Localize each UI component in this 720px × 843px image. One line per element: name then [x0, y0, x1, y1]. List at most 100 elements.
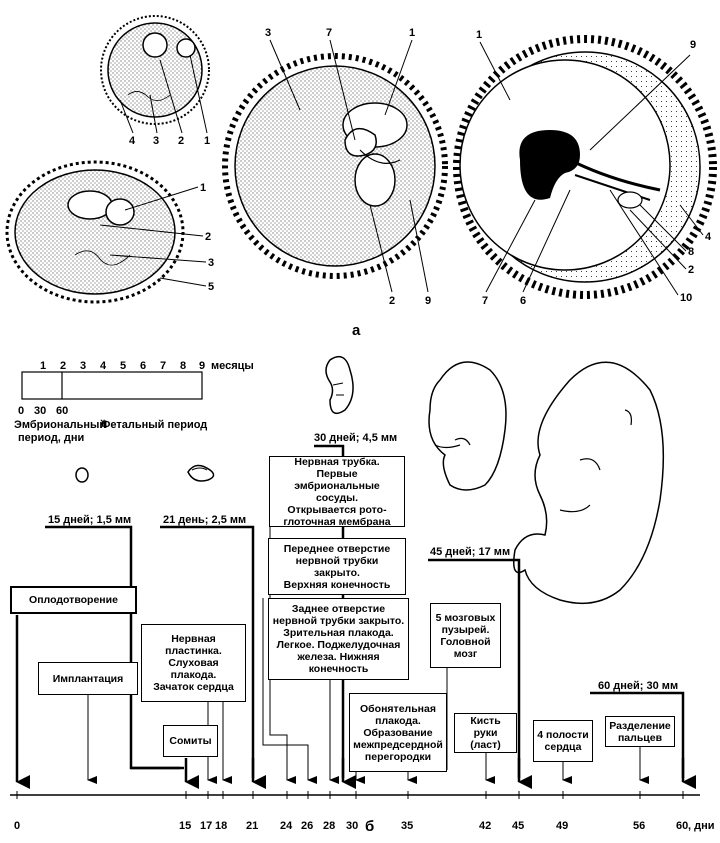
fig-a-label-7: 7 [326, 27, 332, 39]
fig-a-label-3b: 3 [208, 257, 214, 269]
month-6: 6 [140, 360, 146, 372]
event-posterior-opening-line6: конечность [308, 663, 369, 675]
axis-tick-18: 18 [215, 820, 227, 832]
event-olfactory-line5: перегородки [364, 750, 432, 763]
event-neural-tube-line1: Нервная трубка. Первые [294, 455, 380, 480]
axis-tick-45: 45 [512, 820, 524, 832]
event-neural-plate-line1: Нервная [171, 633, 216, 645]
embryo-sketch-15 [75, 467, 89, 483]
event-hand-line2: (ласт) [470, 739, 501, 751]
event-neural-tube-line4: глоточная мембрана [283, 515, 391, 528]
blastocyst-medium-left [5, 160, 185, 304]
fig-a-label-10: 10 [680, 292, 692, 304]
fig-a-label-1c: 1 [409, 27, 415, 39]
event-neural-tube-line3: Открывается рото- [287, 503, 387, 516]
event-brain-vesicles-line2: пузырей. [441, 623, 490, 636]
month-2: 2 [60, 360, 66, 372]
event-brain-vesicles-line1: 5 мозговых [435, 611, 496, 624]
event-brain-vesicles: 5 мозговых пузырей. Головной мозг [430, 603, 501, 668]
stage-label-45: 45 дней; 17 мм [430, 546, 510, 558]
axis-tick-42: 42 [479, 820, 491, 832]
month-4: 4 [100, 360, 107, 372]
axis-tick-21: 21 [246, 820, 258, 832]
event-fertilization: Оплодотворение [10, 586, 137, 614]
stage-label-15: 15 дней; 1,5 мм [48, 514, 131, 526]
fig-a-label-2c: 2 [389, 295, 395, 307]
event-hand: Кисть руки (ласт) [454, 713, 517, 753]
event-hand-line1: Кисть руки [470, 715, 501, 739]
month-9: 9 [199, 360, 205, 372]
month-7: 7 [160, 360, 166, 372]
embryo-center-sphere [222, 53, 448, 279]
event-anterior-opening-line2: нервной трубки закрыто. [295, 554, 379, 579]
event-neural-plate-line2: пластинка. [165, 645, 222, 657]
event-posterior-opening-line4: Легкое. Поджелудочная [276, 639, 401, 651]
embryo-sketch-30 [325, 355, 354, 415]
fig-a-label-2d: 2 [688, 264, 694, 276]
panel-label-b: б [365, 818, 374, 835]
event-posterior-opening-line3: Зрительная плакода. [283, 627, 394, 639]
event-heart-chambers: 4 полости сердца [533, 720, 593, 762]
embryo-sketch-45 [428, 361, 507, 491]
event-fertilization-text: Оплодотворение [29, 594, 118, 606]
axis-tick-26: 26 [301, 820, 313, 832]
fig-a-label-3c: 3 [265, 27, 271, 39]
axis-tick-0: 0 [14, 820, 20, 832]
month-numbers: 1 2 3 4 5 6 7 8 9 месяцы [40, 360, 254, 372]
stage-label-21: 21 день; 2,5 мм [163, 514, 246, 526]
embryo-sketch-21 [187, 464, 215, 482]
axis-tick-60: 60 [676, 820, 688, 832]
embryonic-period-label-1: Эмбриональный [14, 419, 106, 431]
embryonic-period-label-2: период, дни [18, 432, 84, 444]
panel-label-a: а [352, 322, 361, 339]
axis-unit: , дни [688, 820, 715, 832]
event-arrows [15, 525, 696, 789]
fig-a-label-2: 2 [178, 135, 184, 147]
embryo-right-sphere [453, 35, 717, 299]
event-posterior-opening-line2: нервной трубки закрыто. [272, 615, 405, 627]
fig-a-label-1: 1 [204, 135, 210, 147]
day-tick-60: 60 [56, 405, 68, 417]
fig-a-label-7b: 7 [482, 295, 488, 307]
event-anterior-opening-line3: Верхняя конечность [283, 578, 391, 591]
fig-a-label-1d: 1 [476, 29, 482, 41]
axis-tick-35: 35 [401, 820, 413, 832]
event-posterior-opening: Заднее отверстие нервной трубки закрыто.… [268, 598, 409, 680]
axis-tick-17: 17 [200, 820, 212, 832]
embryo-sketch-60 [513, 361, 665, 605]
month-1: 1 [40, 360, 46, 372]
event-somites-text: Сомиты [169, 735, 212, 747]
event-fingers: Разделение пальцев [605, 716, 675, 747]
event-neural-tube-line2: эмбриональные сосуды. [294, 479, 380, 504]
event-heart-chambers-line1: 4 полости [537, 729, 589, 741]
axis-tick-30: 30 [346, 820, 358, 832]
month-unit: месяцы [211, 360, 254, 372]
blastocyst-small-top [100, 15, 210, 125]
stage-label-60: 60 дней; 30 мм [598, 680, 678, 692]
month-3: 3 [80, 360, 86, 372]
fig-a-label-5: 5 [208, 281, 214, 293]
event-fingers-line1: Разделение [609, 719, 671, 732]
month-5: 5 [120, 360, 126, 372]
fig-a-label-9: 9 [425, 295, 431, 307]
axis-tick-24: 24 [280, 820, 293, 832]
fig-a-label-6: 6 [520, 295, 526, 307]
timeline-axis [10, 791, 700, 799]
fig-a-label-8: 8 [688, 246, 694, 258]
event-implantation: Имплантация [38, 662, 138, 695]
event-neural-plate-line3: Слуховая плакода. [168, 657, 219, 681]
axis-tick-49: 49 [556, 820, 568, 832]
event-brain-vesicles-line3: Головной [440, 635, 491, 648]
fig-a-label-3: 3 [153, 135, 159, 147]
axis-tick-28: 28 [323, 820, 335, 832]
month-8: 8 [180, 360, 186, 372]
event-neural-plate: Нервная пластинка. Слуховая плакода. Зач… [141, 624, 246, 702]
event-brain-vesicles-line4: мозг [453, 647, 478, 660]
event-neural-plate-line4: Зачаток сердца [153, 681, 234, 693]
day-tick-0: 0 [18, 405, 24, 417]
fig-a-label-9b: 9 [690, 39, 696, 51]
event-fingers-line2: пальцев [617, 731, 663, 744]
fig-a-label-1b: 1 [200, 182, 206, 194]
event-posterior-opening-line1: Заднее отверстие [291, 603, 386, 615]
